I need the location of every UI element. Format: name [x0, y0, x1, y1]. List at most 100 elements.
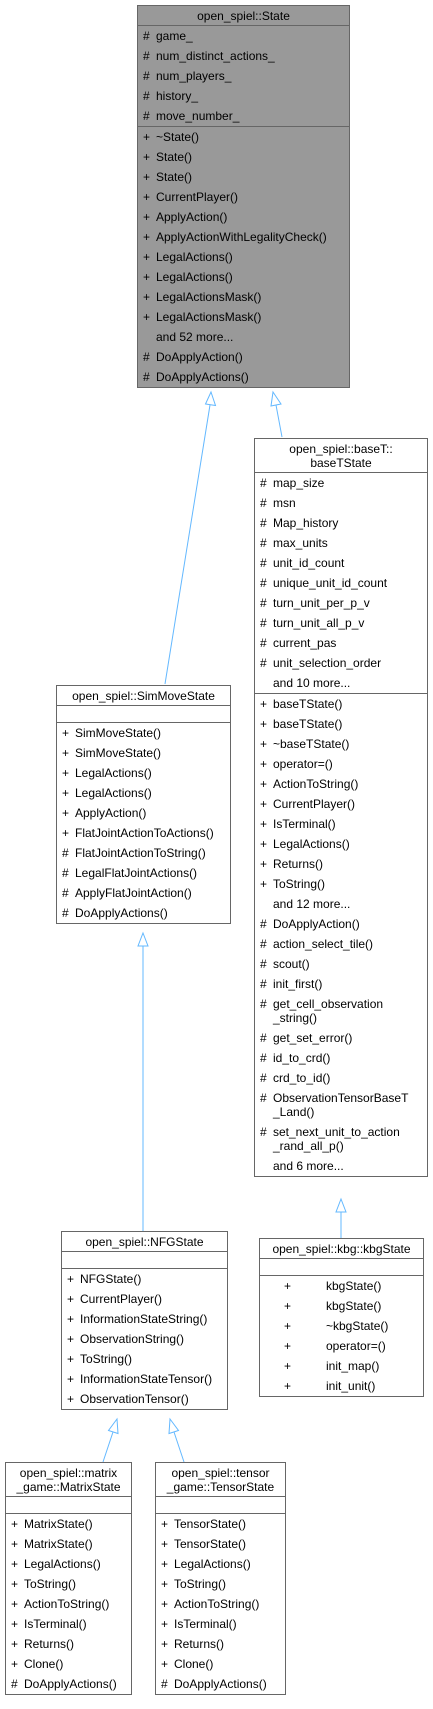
method-item[interactable]: +operator=() [260, 1336, 423, 1356]
method-item[interactable]: #DoApplyAction() [255, 914, 427, 934]
method-item[interactable]: +IsTerminal() [6, 1614, 131, 1634]
method-item[interactable]: #DoApplyActions() [138, 367, 349, 387]
attribute-item[interactable]: #move_number_ [138, 106, 349, 126]
attribute-item[interactable]: #map_size [255, 473, 427, 493]
method-item[interactable]: +LegalActionsMask() [138, 287, 349, 307]
method-item[interactable]: +Clone() [156, 1654, 285, 1674]
method-item[interactable]: +Returns() [6, 1634, 131, 1654]
attribute-item[interactable]: #unit_selection_order [255, 653, 427, 673]
method-item[interactable]: +InformationStateString() [62, 1309, 227, 1329]
method-item[interactable]: #set_next_unit_to_action_rand_all_p() [255, 1122, 427, 1156]
method-item[interactable]: +TensorState() [156, 1534, 285, 1554]
method-item[interactable]: +NFGState() [62, 1269, 227, 1289]
method-item[interactable]: +operator=() [255, 754, 427, 774]
method-item[interactable]: #crd_to_id() [255, 1068, 427, 1088]
method-item[interactable]: +LegalActions() [138, 267, 349, 287]
more-members-link[interactable]: and 10 more... [255, 673, 427, 693]
attribute-item[interactable]: #num_distinct_actions_ [138, 46, 349, 66]
method-item[interactable]: +SimMoveState() [57, 723, 230, 743]
method-item[interactable]: #get_cell_observation_string() [255, 994, 427, 1028]
method-item[interactable]: +baseTState() [255, 694, 427, 714]
more-members-link[interactable]: and 6 more... [255, 1156, 427, 1176]
class-box-tensorstate[interactable]: open_spiel::tensor_game::TensorState+Ten… [155, 1462, 286, 1695]
method-item[interactable]: #FlatJointActionToString() [57, 843, 230, 863]
method-item[interactable]: +ToString() [255, 874, 427, 894]
method-item[interactable]: +ObservationString() [62, 1329, 227, 1349]
member-name: CurrentPlayer() [156, 190, 239, 204]
method-item[interactable]: +ApplyAction() [57, 803, 230, 823]
method-item[interactable]: +SimMoveState() [57, 743, 230, 763]
method-item[interactable]: #DoApplyAction() [138, 347, 349, 367]
method-item[interactable]: +State() [138, 147, 349, 167]
method-item[interactable]: #action_select_tile() [255, 934, 427, 954]
method-item[interactable]: +Returns() [156, 1634, 285, 1654]
method-item[interactable]: +init_unit() [260, 1376, 423, 1396]
method-item[interactable]: +ActionToString() [255, 774, 427, 794]
method-item[interactable]: #DoApplyActions() [156, 1674, 285, 1694]
method-item[interactable]: +LegalActions() [57, 783, 230, 803]
method-item[interactable]: +~State() [138, 127, 349, 147]
class-box-matrixstate[interactable]: open_spiel::matrix_game::MatrixState+Mat… [5, 1462, 132, 1695]
method-item[interactable]: #ObservationTensorBaseT_Land() [255, 1088, 427, 1122]
method-item[interactable]: +kbgState() [260, 1296, 423, 1316]
method-item[interactable]: #id_to_crd() [255, 1048, 427, 1068]
class-box-state[interactable]: open_spiel::State#game_#num_distinct_act… [137, 5, 350, 388]
method-item[interactable]: +ApplyAction() [138, 207, 349, 227]
method-item[interactable]: +MatrixState() [6, 1534, 131, 1554]
method-item[interactable]: +IsTerminal() [156, 1614, 285, 1634]
class-box-basetstate[interactable]: open_spiel::baseT::baseTState#map_size#m… [254, 438, 428, 1177]
method-item[interactable]: +CurrentPlayer() [138, 187, 349, 207]
method-item[interactable]: +~kbgState() [260, 1316, 423, 1336]
attribute-item[interactable]: #unique_unit_id_count [255, 573, 427, 593]
attribute-item[interactable]: #Map_history [255, 513, 427, 533]
method-item[interactable]: +ToString() [62, 1349, 227, 1369]
method-item[interactable]: +baseTState() [255, 714, 427, 734]
method-item[interactable]: +LegalActions() [138, 247, 349, 267]
attribute-item[interactable]: #current_pas [255, 633, 427, 653]
method-item[interactable]: +Returns() [255, 854, 427, 874]
method-item[interactable]: +ToString() [6, 1574, 131, 1594]
method-item[interactable]: #init_first() [255, 974, 427, 994]
method-item[interactable]: +ActionToString() [156, 1594, 285, 1614]
attribute-item[interactable]: #msn [255, 493, 427, 513]
attribute-item[interactable]: #turn_unit_per_p_v [255, 593, 427, 613]
method-item[interactable]: +IsTerminal() [255, 814, 427, 834]
attribute-item[interactable]: #max_units [255, 533, 427, 553]
method-item[interactable]: #scout() [255, 954, 427, 974]
method-item[interactable]: +LegalActions() [255, 834, 427, 854]
attribute-item[interactable]: #num_players_ [138, 66, 349, 86]
method-item[interactable]: +LegalActions() [6, 1554, 131, 1574]
method-item[interactable]: +ApplyActionWithLegalityCheck() [138, 227, 349, 247]
method-item[interactable]: +FlatJointActionToActions() [57, 823, 230, 843]
method-item[interactable]: +init_map() [260, 1356, 423, 1376]
method-item[interactable]: +InformationStateTensor() [62, 1369, 227, 1389]
method-item[interactable]: +~baseTState() [255, 734, 427, 754]
method-item[interactable]: +TensorState() [156, 1514, 285, 1534]
method-item[interactable]: #DoApplyActions() [57, 903, 230, 923]
method-item[interactable]: +CurrentPlayer() [255, 794, 427, 814]
attribute-item[interactable]: #game_ [138, 26, 349, 46]
method-item[interactable]: +ActionToString() [6, 1594, 131, 1614]
method-item[interactable]: +ObservationTensor() [62, 1389, 227, 1409]
method-item[interactable]: #LegalFlatJointActions() [57, 863, 230, 883]
class-box-simmovestate[interactable]: open_spiel::SimMoveState+SimMoveState()+… [56, 685, 231, 924]
class-box-nfgstate[interactable]: open_spiel::NFGState+NFGState()+CurrentP… [61, 1231, 228, 1410]
method-item[interactable]: +MatrixState() [6, 1514, 131, 1534]
method-item[interactable]: +LegalActionsMask() [138, 307, 349, 327]
method-item[interactable]: #DoApplyActions() [6, 1674, 131, 1694]
method-item[interactable]: +ToString() [156, 1574, 285, 1594]
attribute-item[interactable]: #unit_id_count [255, 553, 427, 573]
method-item[interactable]: +kbgState() [260, 1276, 423, 1296]
method-item[interactable]: +CurrentPlayer() [62, 1289, 227, 1309]
attribute-item[interactable]: #turn_unit_all_p_v [255, 613, 427, 633]
method-item[interactable]: +State() [138, 167, 349, 187]
more-members-link[interactable]: and 52 more... [138, 327, 349, 347]
method-item[interactable]: +Clone() [6, 1654, 131, 1674]
more-members-link[interactable]: and 12 more... [255, 894, 427, 914]
method-item[interactable]: +LegalActions() [57, 763, 230, 783]
class-box-kbgstate[interactable]: open_spiel::kbg::kbgState+kbgState()+kbg… [259, 1238, 424, 1397]
method-item[interactable]: +LegalActions() [156, 1554, 285, 1574]
method-item[interactable]: #ApplyFlatJointAction() [57, 883, 230, 903]
attribute-item[interactable]: #history_ [138, 86, 349, 106]
method-item[interactable]: #get_set_error() [255, 1028, 427, 1048]
